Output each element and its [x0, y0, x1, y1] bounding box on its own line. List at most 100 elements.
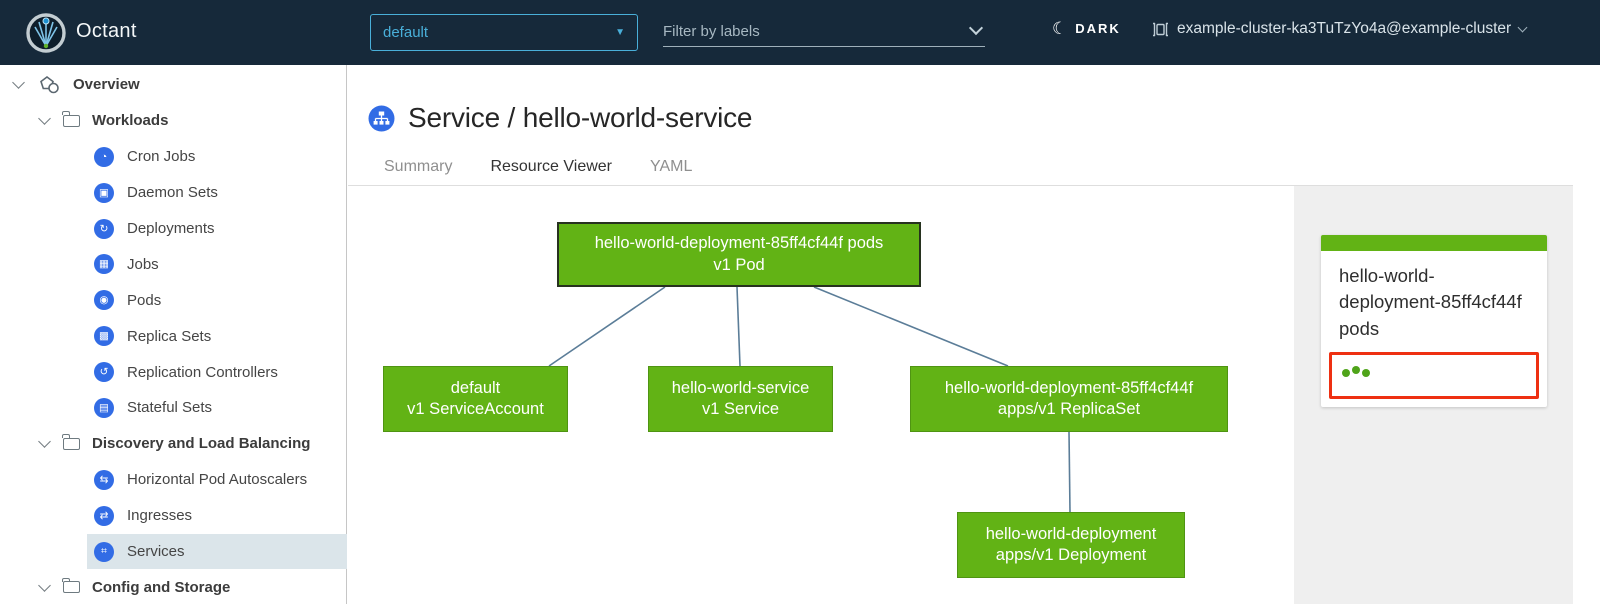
pod-ok-dot [1352, 365, 1360, 374]
sidebar-group-config-and-storage[interactable]: Config and Storage [0, 569, 346, 604]
cluster-context-label: example-cluster-ka3TuTzYo4a@example-clus… [1177, 20, 1512, 37]
sidebar-item-label: Horizontal Pod Autoscalers [127, 471, 308, 489]
sidebar-item-daemon-sets[interactable]: ▣ Daemon Sets [87, 175, 347, 211]
service-icon [368, 105, 395, 131]
daemonset-icon: ▣ [94, 182, 114, 203]
chevron-down-icon[interactable] [38, 112, 51, 126]
sidebar-item-replica-sets[interactable]: ▩ Replica Sets [87, 318, 347, 354]
app-header: Octant default ▼ ☾ DARK example-cluster-… [0, 0, 1600, 65]
chevron-down-icon[interactable] [38, 435, 51, 449]
resource-graph-canvas: hello-world-deployment-85ff4cf44f pods v… [348, 186, 1294, 604]
theme-toggle-label: DARK [1075, 21, 1121, 36]
node-sublabel: v1 ServiceAccount [407, 400, 544, 418]
folder-icon [62, 434, 80, 450]
sidebar-item-label: Overview [73, 76, 140, 94]
page-title: Service / hello-world-service [408, 102, 753, 133]
page-title-row: Service / hello-world-service [368, 102, 753, 134]
replicationcontroller-icon: ↺ [94, 362, 114, 383]
sidebar-item-jobs[interactable]: ▦ Jobs [87, 246, 347, 282]
tab-yaml[interactable]: YAML [650, 158, 693, 175]
sidebar-nav: Overview Workloads ◔ Cron Jobs ▣ Daemon … [0, 65, 347, 604]
node-sublabel: v1 Pod [713, 255, 765, 274]
cronjob-icon: ◔ [94, 146, 114, 167]
selected-resource-card: hello-world-deployment-85ff4cf44f pods [1321, 235, 1547, 407]
node-label: hello-world-deployment [985, 524, 1157, 543]
cluster-context-menu[interactable]: example-cluster-ka3TuTzYo4a@example-clus… [1152, 20, 1528, 38]
graph-node-service[interactable]: hello-world-service v1 Service [648, 366, 833, 432]
node-label: hello-world-service [671, 378, 810, 397]
graph-node-replicaset[interactable]: hello-world-deployment-85ff4cf44f apps/v… [910, 366, 1228, 432]
sidebar-item-replication-controllers[interactable]: ↺ Replication Controllers [87, 354, 347, 390]
moon-icon: ☾ [1052, 19, 1068, 38]
replicaset-icon: ▩ [94, 326, 114, 347]
namespace-select-value: default [383, 24, 429, 41]
sidebar-item-cron-jobs[interactable]: ◔ Cron Jobs [87, 139, 347, 175]
sidebar-item-stateful-sets[interactable]: ▤ Stateful Sets [87, 390, 347, 426]
service-icon: ⌗ [94, 541, 114, 562]
chevron-down-icon[interactable] [12, 76, 25, 90]
node-label: hello-world-deployment-85ff4cf44f [944, 378, 1194, 397]
pod-icon: ◉ [94, 290, 114, 311]
sidebar-item-label: Ingresses [127, 507, 193, 525]
sidebar-item-horizontal-pod-autoscalers[interactable]: ⇆ Horizontal Pod Autoscalers [87, 462, 347, 498]
sidebar-group-discovery-and-load-balancing[interactable]: Discovery and Load Balancing [0, 426, 346, 462]
sidebar-item-pods[interactable]: ◉ Pods [87, 282, 347, 318]
sidebar-group-label: Config and Storage [92, 578, 231, 596]
sidebar-group-label: Discovery and Load Balancing [92, 435, 311, 453]
sidebar-group-workloads[interactable]: Workloads [0, 103, 346, 139]
sidebar-item-label: Stateful Sets [127, 399, 213, 417]
sidebar-item-overview[interactable]: Overview [0, 67, 346, 103]
sidebar-item-label: Deployments [127, 220, 215, 237]
deployment-icon: ↻ [94, 218, 114, 239]
tab-divider [348, 185, 1573, 186]
sidebar-group-label: Workloads [92, 112, 169, 130]
sidebar-item-label: Pods [127, 291, 162, 309]
app-title: Octant [76, 20, 137, 42]
graph-node-serviceaccount[interactable]: default v1 ServiceAccount [383, 366, 568, 432]
sidebar-item-ingresses[interactable]: ⇄ Ingresses [87, 498, 347, 534]
sidebar-item-label: Replication Controllers [127, 363, 278, 381]
node-sublabel: apps/v1 Deployment [995, 546, 1147, 564]
sidebar-item-label: Daemon Sets [127, 184, 218, 202]
objects-icon [40, 75, 59, 94]
node-label: default [450, 378, 501, 397]
card-status-bar [1321, 235, 1547, 251]
pod-status-dots [1342, 364, 1372, 382]
sidebar-item-label: Services [127, 543, 185, 561]
chevron-down-icon [1517, 22, 1528, 33]
sidebar-item-label: Jobs [127, 255, 159, 273]
node-sublabel: v1 Service [701, 400, 780, 418]
chevron-down-icon[interactable] [38, 579, 51, 592]
pod-status-box[interactable] [1329, 351, 1539, 399]
sidebar-item-services[interactable]: ⌗ Services [87, 533, 347, 570]
chevron-down-icon[interactable] [968, 20, 984, 36]
label-filter-input[interactable] [663, 17, 953, 45]
tab-bar: Summary Resource Viewer YAML [378, 150, 724, 188]
detail-panel: hello-world-deployment-85ff4cf44f pods [1294, 186, 1573, 604]
graph-node-deployment[interactable]: hello-world-deployment apps/v1 Deploymen… [957, 512, 1185, 578]
theme-toggle-button[interactable]: ☾ DARK [1052, 20, 1121, 37]
folder-icon [62, 578, 80, 594]
hpa-icon: ⇆ [94, 469, 114, 490]
graph-edges [548, 286, 1071, 513]
cluster-icon [1153, 22, 1168, 36]
pod-ok-dot [1342, 368, 1350, 377]
graph-node-pod[interactable]: hello-world-deployment-85ff4cf44f pods v… [557, 222, 921, 287]
sidebar-item-label: Cron Jobs [127, 148, 196, 166]
node-label: hello-world-deployment-85ff4cf44f pods [594, 234, 884, 253]
sidebar-item-deployments[interactable]: ↻ Deployments [87, 211, 347, 247]
card-title: hello-world-deployment-85ff4cf44f pods [1339, 265, 1522, 339]
caret-down-icon: ▼ [615, 27, 625, 38]
tab-summary[interactable]: Summary [384, 158, 453, 175]
label-filter [663, 17, 985, 47]
sidebar-item-label: Replica Sets [127, 327, 212, 345]
ingress-icon: ⇄ [94, 505, 114, 526]
job-icon: ▦ [94, 254, 114, 275]
folder-icon [62, 111, 80, 127]
octant-logo-icon [26, 13, 66, 53]
node-sublabel: apps/v1 ReplicaSet [997, 400, 1141, 418]
statefulset-icon: ▤ [94, 397, 114, 418]
namespace-select[interactable]: default ▼ [370, 14, 638, 51]
tab-resource-viewer[interactable]: Resource Viewer [484, 150, 618, 188]
